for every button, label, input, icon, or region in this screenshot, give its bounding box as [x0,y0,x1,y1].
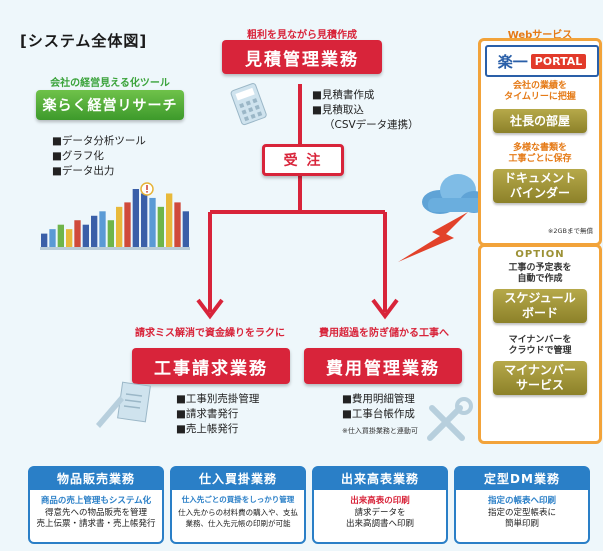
web-note: ※2GBまで無償 [547,227,593,235]
schedule-board-button[interactable]: スケジュール ボード [493,289,587,323]
bottom-card-desc: 請求データを 出来高調書へ印刷 [345,508,414,529]
chart-bar [157,206,164,247]
option-panel: OPTION 工事の予定表を 自動で作成 スケジュール ボード マイナンバーを … [478,244,602,444]
bottom-card-title: 仕入買掛業務 [172,468,304,490]
seikyu-item: ■売上帳発行 [176,423,239,435]
bottom-card-title: 物品販売業務 [30,468,162,490]
keiei-item: ■グラフ化 [52,150,104,162]
chart-bar [182,211,189,247]
chart-bar [166,193,173,247]
chart-bar [174,202,181,247]
keiei-button[interactable]: 楽らく経営リサーチ [36,90,184,120]
chart-bar [141,193,148,247]
portal-logo-text: 楽一 [497,52,528,71]
juchu-label: 受 注 [262,144,344,176]
portal-logo-portal: PORTAL [530,53,587,69]
chart-bar [41,233,48,247]
chart-bar [49,229,56,247]
chart-bar [74,220,81,247]
chart-bar [124,202,131,247]
alert-icon [140,182,154,196]
chart-bar [132,189,139,247]
seikyu-caption: 請求ミス解消で資金繰りをラクに [135,328,285,339]
bottom-card-sub: 指定の帳表へ印刷 [487,496,556,506]
hiyo-button[interactable]: 費用管理業務 [304,348,462,384]
bottom-card-sub: 商品の売上管理もシステム化 [40,496,152,506]
seikyu-items: ■工事別売掛管理 ■請求書発行 ■売上帳発行 [176,392,259,437]
web-caption-1: 会社の業績を タイムリーに把握 [504,81,576,102]
diagram-title: [システム全体図] [20,32,148,50]
portal-logo[interactable]: 楽一 PORTAL [485,45,599,77]
keiei-label: 楽らく経営リサーチ [42,98,178,114]
seikyu-item: ■請求書発行 [176,408,239,420]
mitsumori-caption: 粗利を見ながら見積作成 [247,30,357,41]
mitsumori-item: ■見積書作成 [312,89,375,101]
hiyo-item: ■工事台帳作成 [342,408,415,420]
mitsumori-button[interactable]: 見積管理業務 [222,40,382,74]
bottom-card-dm[interactable]: 定型DM業務 指定の帳表へ印刷 指定の定型帳表に 簡単印刷 [454,466,590,544]
hiyo-note: ※仕入買掛業務と連動可 [342,427,418,435]
bottom-card-title: 定型DM業務 [456,468,588,490]
tools-icon [427,397,473,441]
my-number-button[interactable]: マイナンバー サービス [493,361,587,395]
seikyu-item: ■工事別売掛管理 [176,393,260,405]
mitsumori-label: 見積管理業務 [245,49,359,70]
analysis-bar-chart [40,189,190,250]
chart-bar [82,224,89,247]
bottom-card-buppin[interactable]: 物品販売業務 商品の売上管理もシステム化 得意先への物品販売を管理 売上伝票・請… [28,466,164,544]
hiyo-caption: 費用超過を防ぎ儲かる工事へ [319,328,449,339]
mitsumori-items: ■見積書作成 ■見積取込 （CSVデータ連携） [312,88,419,133]
calculator-icon [230,83,267,126]
web-header: Webサービス [507,30,573,41]
bottom-card-sub: 出来高表の印刷 [350,496,410,506]
web-panel: 楽一 PORTAL 会社の業績を タイムリーに把握 社長の部屋 多様な書類を 工… [478,38,602,246]
bottom-card-desc: 得意先への物品販売を管理 売上伝票・請求書・売上帳発行 [36,508,156,529]
bottom-card-dekidaka[interactable]: 出来高表業務 出来高表の印刷 請求データを 出来高調書へ印刷 [312,466,448,544]
bottom-card-shiire[interactable]: 仕入買掛業務 仕入先ごとの買掛をしっかり管理 仕入先からの材料費の購入や、支払 … [170,466,306,544]
chart-bar [91,215,98,247]
web-caption-2: 多様な書類を 工事ごとに保存 [508,143,572,164]
keiei-caption: 会社の経営見える化ツール [50,78,170,89]
chart-bar [107,220,114,247]
keiei-items: ■データ分析ツール ■グラフ化 ■データ出力 [52,134,146,179]
chart-baseline [40,247,190,250]
chart-bar [149,197,156,247]
mitsumori-item: ■見積取込 [312,104,364,116]
document-binder-button[interactable]: ドキュメント バインダー [493,169,587,203]
chart-bar [99,211,106,247]
seikyu-button[interactable]: 工事請求業務 [132,348,290,384]
bottom-card-title: 出来高表業務 [314,468,446,490]
hiyo-item: ■費用明細管理 [342,393,415,405]
mitsumori-item: （CSVデータ連携） [324,119,419,131]
keiei-item: ■データ出力 [52,165,115,177]
chart-bar [66,229,73,247]
bottom-card-sub: 仕入先ごとの買掛をしっかり管理 [181,495,295,504]
hiyo-items: ■費用明細管理 ■工事台帳作成 [342,392,415,422]
option-caption-2: マイナンバーを クラウドで管理 [508,335,572,356]
hiyo-label: 費用管理業務 [326,358,440,379]
option-header: OPTION [515,249,565,260]
shacho-no-heya-button[interactable]: 社長の部屋 [493,109,587,133]
chart-bar [116,206,123,247]
chart-bar [57,224,64,247]
seikyu-label: 工事請求業務 [154,358,268,379]
bottom-card-desc: 仕入先からの材料費の購入や、支払 業務、仕入先元帳の印刷が可能 [178,508,298,528]
document-pen-icon [96,381,151,428]
option-caption-1: 工事の予定表を 自動で作成 [508,263,572,284]
bottom-card-desc: 指定の定型帳表に 簡単印刷 [487,508,556,529]
keiei-item: ■データ分析ツール [52,135,146,147]
